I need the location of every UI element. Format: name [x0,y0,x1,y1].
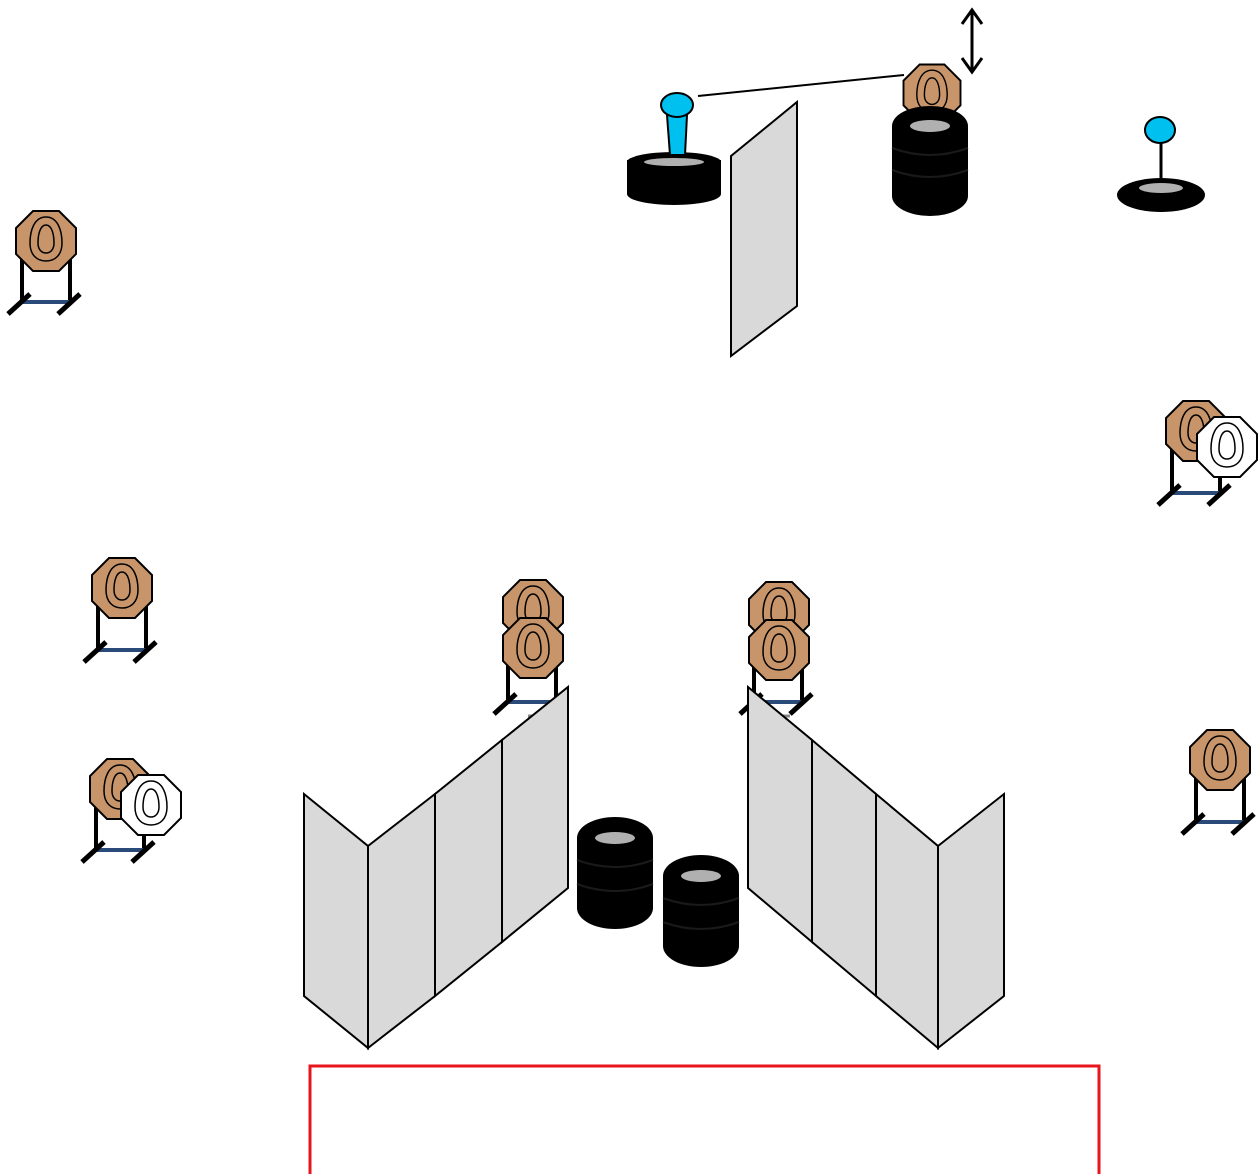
swinger-arrow-icon [960,7,984,75]
tire-stack-right [662,855,740,967]
target-right-lower [1182,729,1254,834]
popper-left [627,92,721,205]
barrier-wall-left [303,684,569,1051]
barrier-wall-top [730,99,798,359]
tire-stack-left [576,817,654,929]
barrier-wall-right [747,684,1005,1051]
target-right-upper-with-no-shoot [1158,400,1258,505]
target-left-middle [84,557,156,662]
target-left-top [8,210,80,314]
activation-wire [697,74,905,97]
double-target-center-left [494,579,566,718]
swinger-target [891,63,969,216]
popper-right [1117,116,1205,212]
shooting-box [308,1064,1101,1174]
target-left-bottom-with-no-shoot [82,758,182,862]
